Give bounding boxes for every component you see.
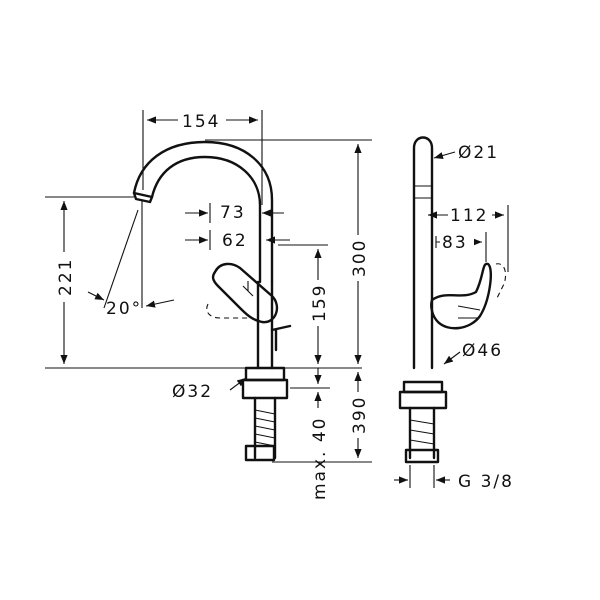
shank-end bbox=[244, 444, 276, 462]
dim-dia-32: Ø32 bbox=[172, 382, 213, 402]
side-spout-tip bbox=[414, 185, 432, 199]
side-view bbox=[398, 136, 507, 464]
front-view bbox=[45, 140, 362, 462]
drain-lever bbox=[270, 324, 292, 352]
side-thread bbox=[409, 419, 435, 445]
thread-marks bbox=[254, 409, 276, 447]
dim-300: 300 bbox=[350, 239, 370, 277]
spout-tip bbox=[132, 191, 154, 204]
side-dimensions: Ø21 112 83 Ø46 G 3/8 bbox=[394, 143, 514, 492]
side-shank-end bbox=[404, 448, 440, 464]
side-mount-nut bbox=[398, 390, 448, 410]
dim-g-3-8: G 3/8 bbox=[458, 472, 514, 492]
base-plate bbox=[244, 366, 286, 382]
front-dimensions: 154 73 62 221 20° 159 300 bbox=[45, 110, 372, 500]
side-base-plate bbox=[402, 380, 444, 394]
side-handle-alt bbox=[495, 263, 507, 301]
spout-outer bbox=[132, 140, 274, 284]
mount-nut bbox=[241, 378, 289, 400]
handle-side-detail bbox=[457, 305, 481, 319]
dim-max-40: max. 40 bbox=[310, 417, 330, 500]
handle-alt-position bbox=[206, 303, 252, 319]
dim-159: 159 bbox=[310, 284, 330, 322]
dim-221: 221 bbox=[56, 258, 76, 296]
dim-dia-21: Ø21 bbox=[458, 143, 499, 163]
spout-inner bbox=[150, 155, 262, 284]
dim-154: 154 bbox=[182, 112, 220, 132]
dim-83: 83 bbox=[442, 233, 468, 253]
dim-73: 73 bbox=[220, 203, 246, 223]
dim-390: 390 bbox=[350, 396, 370, 434]
handle-front bbox=[211, 262, 279, 324]
handle-side bbox=[430, 262, 492, 330]
dim-112: 112 bbox=[450, 206, 488, 226]
handle-center-mark bbox=[242, 281, 254, 297]
side-spout bbox=[412, 136, 434, 370]
dim-62: 62 bbox=[222, 231, 248, 251]
dim-20-degree: 20° bbox=[106, 299, 142, 319]
dim-dia-46: Ø46 bbox=[462, 341, 503, 361]
